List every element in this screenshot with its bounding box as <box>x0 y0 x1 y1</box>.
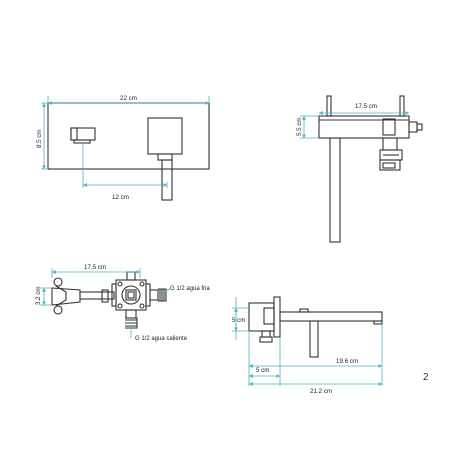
valve-cold-inlet <box>158 288 167 302</box>
side-lever <box>329 137 341 243</box>
front-view: 22 cm 8.5 cm 12 cm <box>36 95 210 201</box>
front-handle-plate <box>147 117 183 155</box>
install-spout-label: 19.6 cm <box>336 358 358 365</box>
install-lever <box>309 320 319 358</box>
valve-main-body <box>115 279 147 311</box>
front-spout-outlet <box>70 127 96 141</box>
front-handle-lever <box>161 159 173 201</box>
valve-width-label: 17.5 cm <box>84 264 106 271</box>
install-view: 5 cm 5 cm 19.6 cm 21.2 cm <box>232 296 383 395</box>
front-height-label: 8.5 cm <box>36 129 43 148</box>
page-number: 2 <box>423 372 429 383</box>
valve-view: 17.5 cm 3.2 cm G 1/2 agua fria G 1/2 agu… <box>35 264 210 342</box>
valve-left-bracket <box>51 287 81 306</box>
install-body-label: 5 cm <box>232 317 245 324</box>
front-width-label: 22 cm <box>120 95 137 102</box>
hot-water-label: G 1/2 agua caliente <box>135 336 188 342</box>
front-plate <box>47 102 210 170</box>
install-base-label: 5 cm <box>256 367 269 374</box>
side-depth-label: 17.5 cm <box>355 103 377 110</box>
install-body-box <box>248 302 275 332</box>
valve-connecting-rod <box>79 291 115 300</box>
front-offset-label: 12 cm <box>112 194 129 201</box>
install-spout <box>279 311 383 322</box>
install-total-label: 21.2 cm <box>310 388 332 395</box>
valve-hot-inlet <box>125 317 138 329</box>
cold-water-label: G 1/2 agua fria <box>170 286 210 292</box>
side-view: 17.5 cm 5.5 cm <box>296 95 423 243</box>
valve-height-label: 3.2 cm <box>35 286 42 305</box>
install-wall-plate <box>273 296 281 338</box>
side-height-label: 5.5 cm <box>296 117 303 136</box>
